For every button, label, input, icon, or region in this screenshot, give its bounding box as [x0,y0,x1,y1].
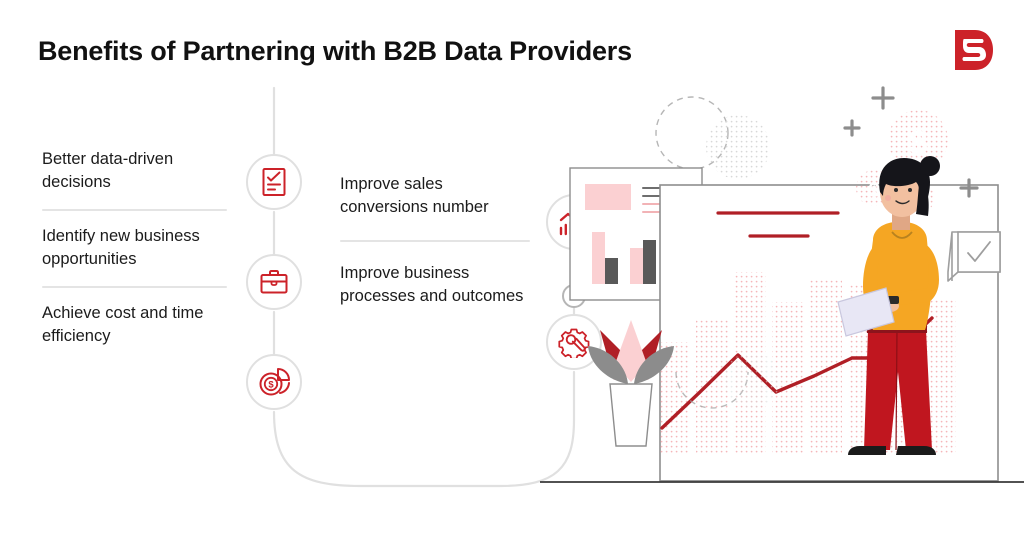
benefit-icon-circle-5[interactable] [546,314,602,370]
checklist-icon [260,167,288,197]
plus-icon-group [843,86,979,198]
benefit-icon-circle-2[interactable] [246,254,302,310]
svg-text:$: $ [909,124,928,162]
potted-plant [588,320,674,447]
divider [42,208,227,211]
presenter-figure [837,156,940,455]
divider [340,239,530,242]
svg-text:$: $ [868,180,879,202]
benefit-label-sales-conversions: Improve sales conversions number [340,175,489,217]
dotted-circle-gray [706,115,770,179]
benefit-label-business-processes: Improve business processes and outcomes [340,263,524,306]
benefit-icon-circle-3[interactable]: $ [246,354,302,410]
benefit-label-cost-efficiency: Achieve cost and time efficiency [42,303,204,346]
left-benefits-column: Better data-driven decisions Identify ne… [42,148,232,349]
dotted-circle-gray-2 [724,352,780,408]
page-title: Benefits of Partnering with B2B Data Pro… [38,36,632,66]
divider [42,285,227,288]
benefit-label-better-decisions: Better data-driven decisions [42,150,174,192]
pie-dollar-icon: $ [258,366,290,398]
ds-logo[interactable] [953,28,995,72]
plus-icon [871,86,895,110]
dollar-coin-large: $ [888,110,948,170]
business-analytics-illustration: $ $ $ [540,80,1024,500]
svg-text:$: $ [268,380,274,391]
dashed-circle-bottom [675,371,749,409]
plus-icon [843,119,861,137]
benefit-label-identify-opportunities: Identify new business opportunities [42,226,200,269]
benefit-icon-circle-1[interactable] [246,154,302,210]
check-bubble-icon [947,231,1001,282]
gear-wrench-icon [558,326,590,358]
middle-benefits-column: Improve sales conversions number Improve… [340,173,530,309]
plus-icon [959,178,979,198]
briefcase-icon [259,268,289,296]
